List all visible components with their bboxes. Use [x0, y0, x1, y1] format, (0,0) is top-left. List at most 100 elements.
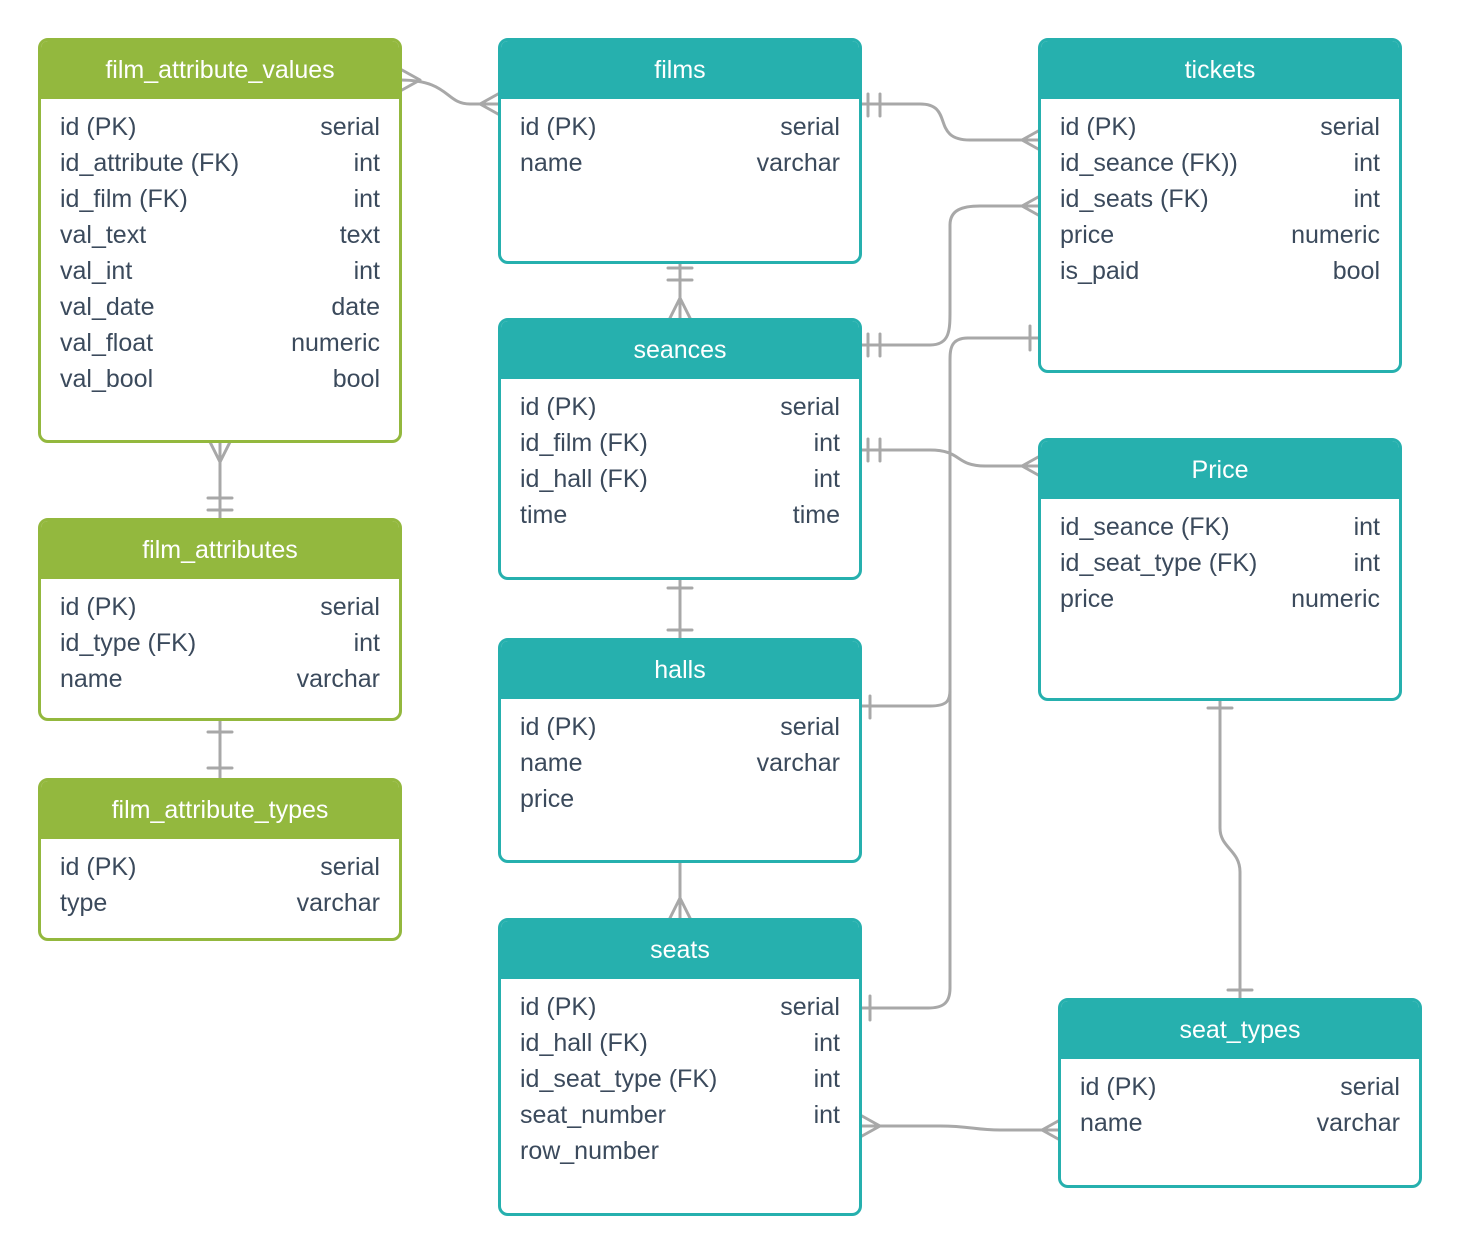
field-row: id (PK)serial	[520, 389, 840, 425]
entity-title: films	[501, 41, 859, 99]
field-type: bool	[332, 365, 380, 393]
field-type: serial	[320, 593, 380, 621]
relation-seances-halls	[666, 576, 694, 642]
relation-price-seat-types	[1206, 698, 1254, 1002]
field-type: serial	[1320, 113, 1380, 141]
field-name: id (PK)	[1080, 1073, 1157, 1101]
field-name: row_number	[520, 1137, 659, 1165]
field-row: id_type (FK)int	[60, 625, 380, 661]
field-name: seat_number	[520, 1101, 666, 1129]
field-name: val_date	[60, 293, 155, 321]
field-type: varchar	[296, 665, 380, 693]
field-name: is_paid	[1060, 257, 1140, 285]
entity-title: seances	[501, 321, 859, 379]
field-name: id_attribute (FK)	[60, 149, 240, 177]
field-name: id_seance (FK))	[1060, 149, 1238, 177]
field-name: price	[520, 785, 575, 813]
entity-title: film_attribute_values	[41, 41, 399, 99]
field-row: id_film (FK) int	[520, 425, 840, 461]
entity-title: seats	[501, 921, 859, 979]
field-name: id_hall (FK)	[520, 465, 648, 493]
field-row: id_hall (FK)int	[520, 1025, 840, 1061]
field-type: time	[792, 501, 840, 529]
field-type: serial	[780, 713, 840, 741]
entity-title: film_attribute_types	[41, 781, 399, 839]
relation-seances-price	[858, 437, 1042, 478]
field-row: id (PK)serial	[60, 849, 380, 885]
field-type: numeric	[1291, 585, 1380, 613]
field-type: text	[339, 221, 380, 249]
field-row: id (PK)serial	[520, 989, 840, 1025]
field-type: int	[353, 257, 380, 285]
field-row: id (PK)serial	[60, 109, 380, 145]
relation-film-attributes-types	[206, 718, 234, 782]
entity-title: film_attributes	[41, 521, 399, 579]
field-type: int	[1353, 513, 1380, 541]
field-row: id_attribute (FK)int	[60, 145, 380, 181]
field-type: date	[331, 293, 380, 321]
field-row: id_seat_type (FK)int	[1060, 545, 1380, 581]
field-row: row_number	[520, 1133, 840, 1169]
relation-halls-seats-tickets	[858, 324, 1042, 1022]
field-name: val_text	[60, 221, 147, 249]
field-name: name	[520, 149, 583, 177]
field-name: id_seats (FK)	[1060, 185, 1209, 213]
field-name: val_float	[60, 329, 154, 357]
field-type: int	[813, 1065, 840, 1093]
field-name: time	[520, 501, 568, 529]
field-list: id (PK) serial id_seance (FK)) int id_seats …	[1041, 99, 1399, 289]
entity-title: halls	[501, 641, 859, 699]
field-name: price	[1060, 585, 1115, 613]
field-name: id_film (FK)	[520, 429, 648, 457]
field-name: id_seat_type (FK)	[520, 1065, 718, 1093]
entity-seances[interactable]: seances id (PK)serial id_film (FK) int id_ha…	[498, 318, 862, 580]
field-type: serial	[320, 853, 380, 881]
field-row: id_seance (FK) int	[1060, 509, 1380, 545]
field-name: id (PK)	[60, 593, 137, 621]
relation-seats-seat-types	[858, 1114, 1062, 1142]
field-list: id (PK)serial id_film (FK) int id_hall (FK)…	[501, 379, 859, 533]
field-row: time time	[520, 497, 840, 533]
field-type: varchar	[1316, 1109, 1400, 1137]
entity-title: Price	[1041, 441, 1399, 499]
relation-fav-films	[398, 68, 502, 116]
field-name: id (PK)	[520, 393, 597, 421]
field-row: price	[520, 781, 840, 817]
field-type: int	[813, 429, 840, 457]
field-name: id_seance (FK)	[1060, 513, 1230, 541]
field-type: varchar	[756, 149, 840, 177]
field-row: val_text text	[60, 217, 380, 253]
field-name: id (PK)	[1060, 113, 1137, 141]
field-name: val_bool	[60, 365, 154, 393]
field-type: int	[1353, 149, 1380, 177]
field-row: price numeric	[1060, 581, 1380, 617]
field-name: type	[60, 889, 108, 917]
relation-films-tickets	[858, 92, 1042, 152]
entity-price[interactable]: Price id_seance (FK) int id_seat_type (FK)i…	[1038, 438, 1402, 701]
field-name: id_type (FK)	[60, 629, 197, 657]
field-name: id (PK)	[520, 713, 597, 741]
field-type: varchar	[756, 749, 840, 777]
field-name: id (PK)	[60, 113, 137, 141]
field-row: id (PK) serial	[1060, 109, 1380, 145]
relation-fav-film-attributes	[206, 438, 234, 522]
